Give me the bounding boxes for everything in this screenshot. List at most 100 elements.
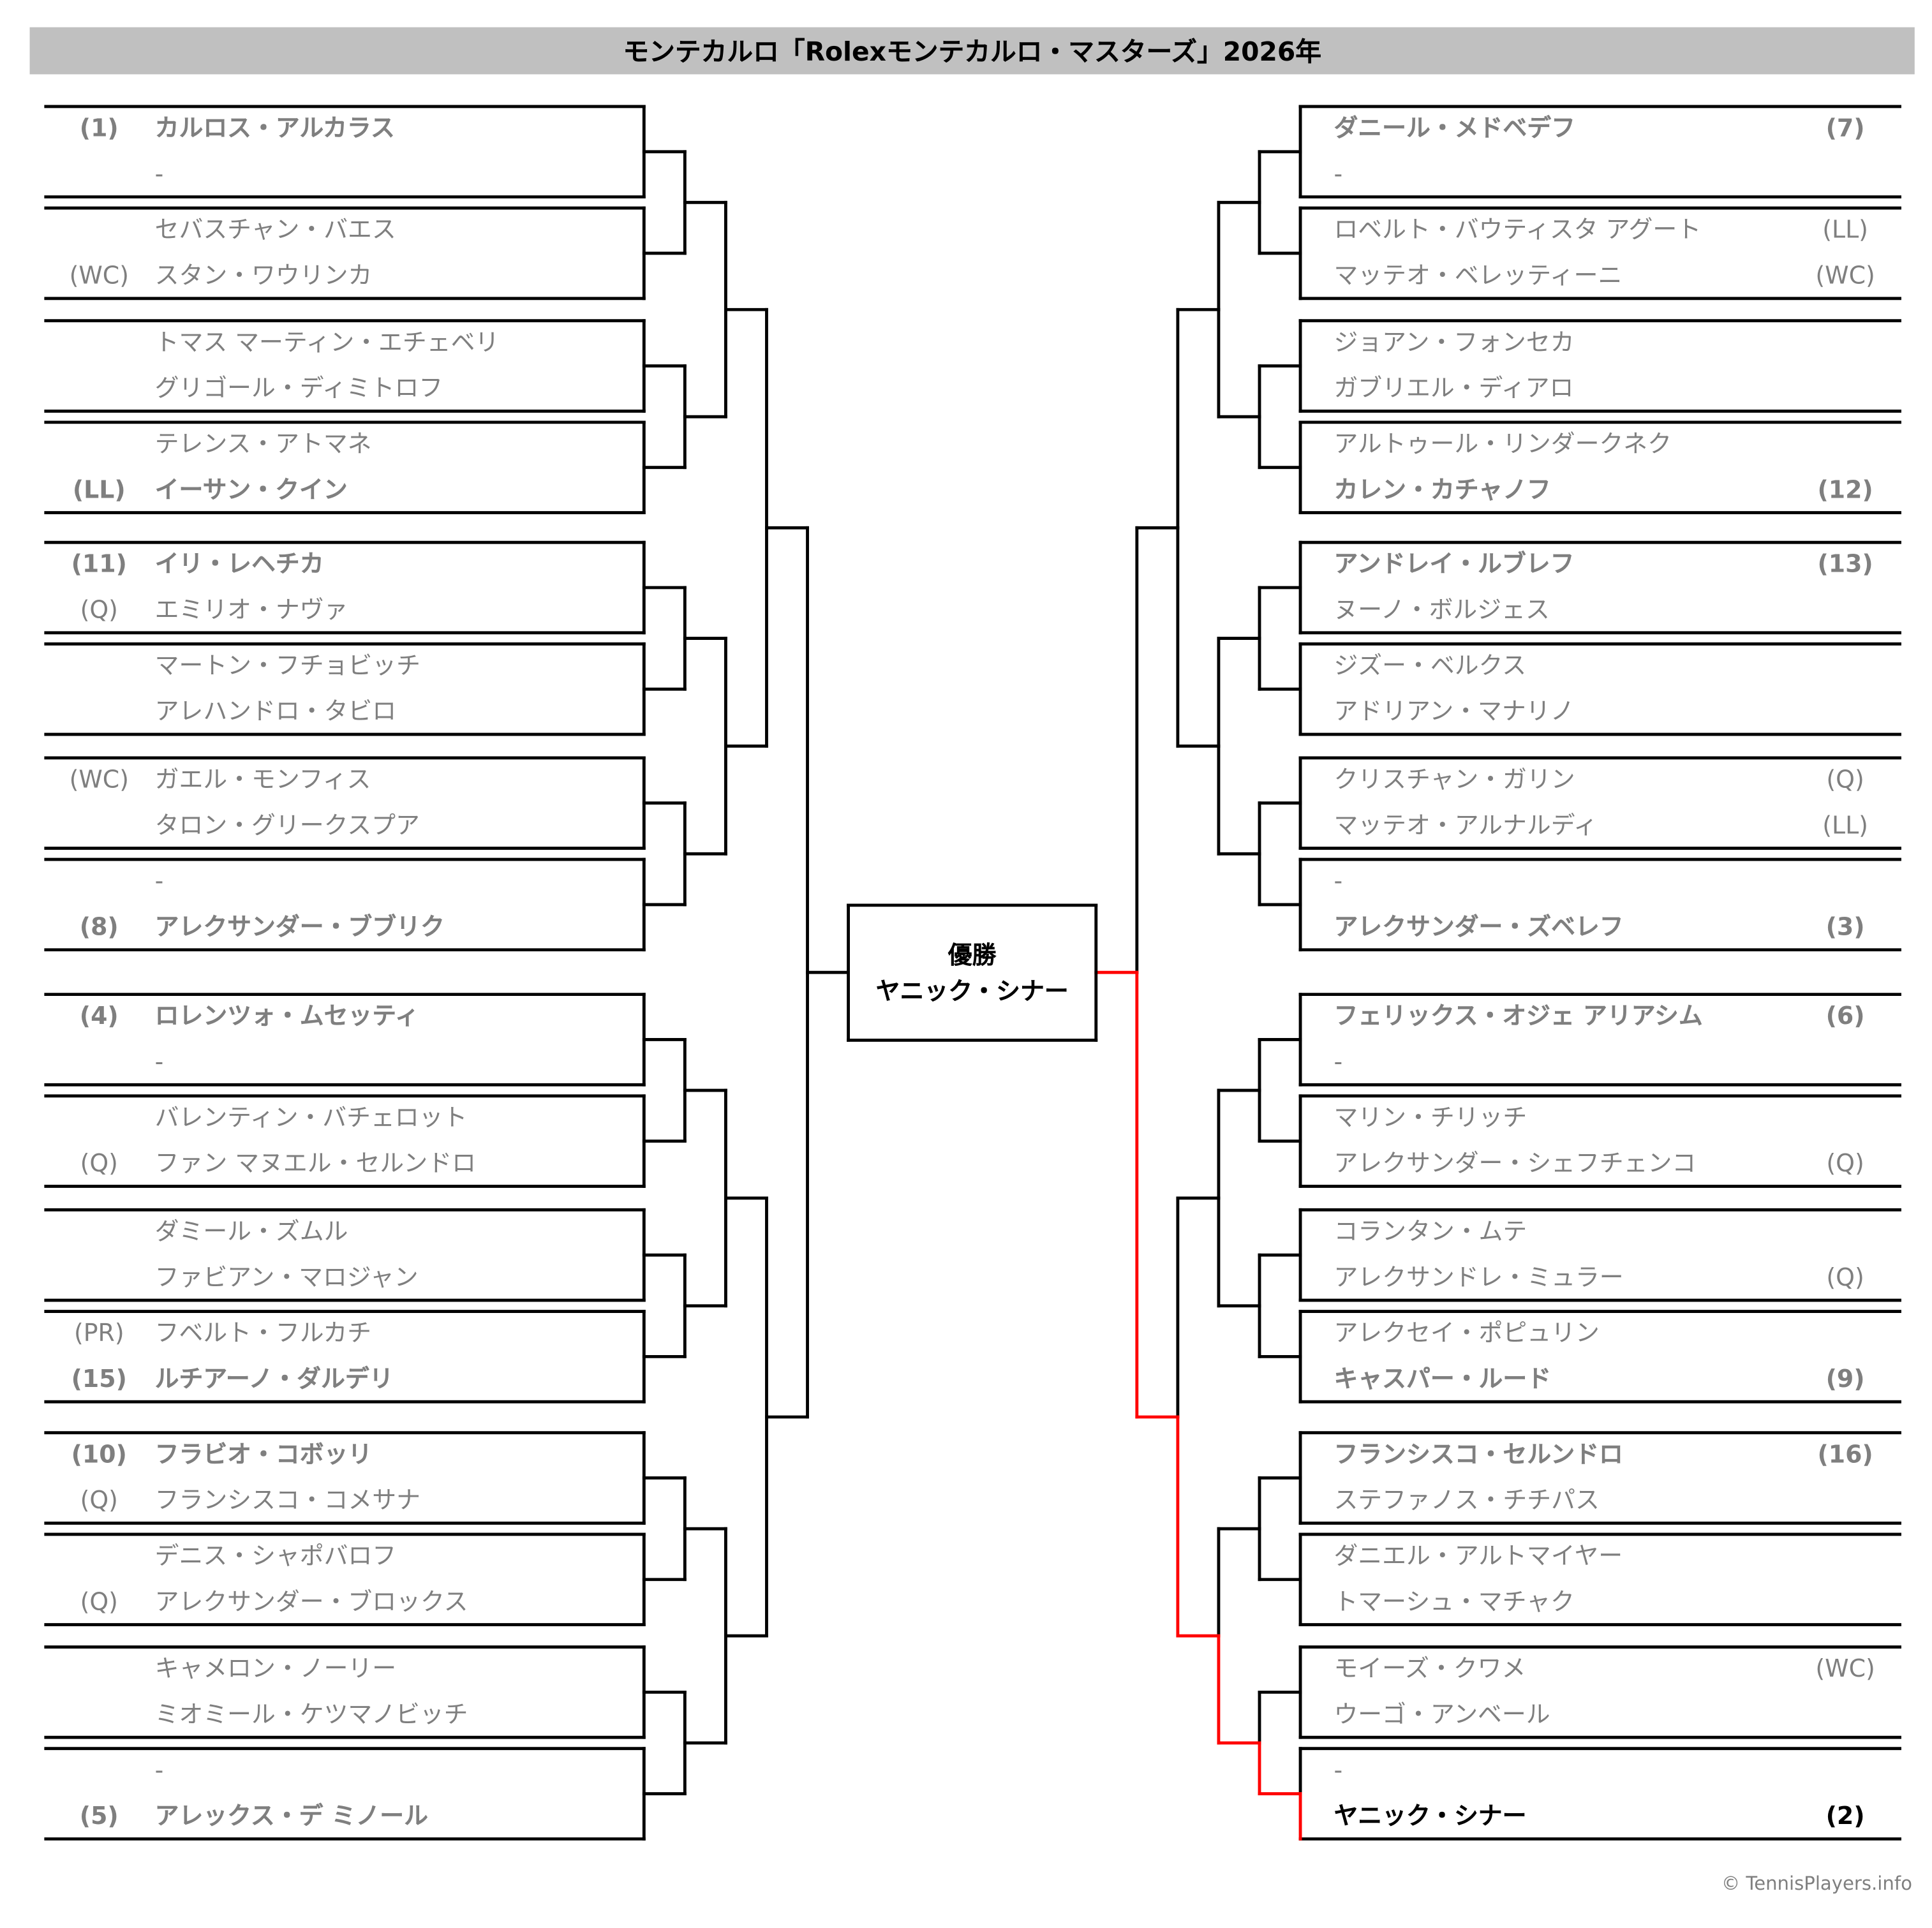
seed-label: (12) [1817, 475, 1873, 504]
player-row: キャメロン・ノーリー [0, 1650, 1932, 1687]
player-row: ステファノス・チチパス [0, 1482, 1932, 1519]
player-row: - [0, 1753, 1932, 1790]
player-name: マッテオ・アルナルディ [1334, 811, 1598, 840]
player-name: イーサン・クイン [154, 475, 348, 504]
player-row: マリン・チリッチ [0, 1100, 1932, 1137]
player-name: ロベルト・バウティスタ アグート [1334, 215, 1702, 244]
player-row: (16)フランシスコ・セルンドロ [0, 1437, 1932, 1474]
champion-box: 優勝 ヤニック・シナー [849, 905, 1096, 1041]
player-row: - [0, 156, 1932, 193]
player-row: (8) アレクサンダー・ブブリク [0, 909, 1932, 946]
player-row: ファビアン・マロジャン [0, 1259, 1932, 1296]
player-row: (10) フラビオ・コボッリ [0, 1437, 1932, 1474]
player-row: (WC) モイーズ・クワメ [0, 1650, 1932, 1687]
player-name: マリン・チリッチ [1334, 1103, 1527, 1132]
player-name: マッテオ・ベレッティーニ [1334, 261, 1623, 290]
player-row: マートン・フチョビッチ [0, 648, 1932, 685]
player-name: マートン・フチョビッチ [154, 651, 420, 680]
player-name: エミリオ・ナヴァ [154, 595, 348, 625]
player-row: (4)ロレンツォ・ムセッティ [0, 998, 1932, 1035]
player-row: (Q)ファン マヌエル・セルンドロ [0, 1145, 1932, 1182]
player-row: (LL)ロベルト・バウティスタ アグート [0, 212, 1932, 249]
player-name: アレクサンダー・ズベレフ [1334, 912, 1624, 942]
seed-label: (Q) [1826, 1149, 1864, 1178]
seed-label: (Q) [80, 1149, 118, 1178]
player-row: (LL)マッテオ・アルナルディ [0, 808, 1932, 845]
player-row: (WC)ガエル・モンフィス [0, 762, 1932, 799]
player-row: タロン・グリークスプア [0, 808, 1932, 845]
player-row: - [0, 863, 1932, 900]
player-name: ダニエル・アルトマイヤー [1334, 1541, 1623, 1571]
seed-label: (10) [71, 1440, 127, 1469]
player-row: ヌーノ・ボルジェス [0, 592, 1932, 629]
seed-label: (Q) [80, 1587, 118, 1617]
player-row: ミオミール・ケツマノビッチ [0, 1696, 1932, 1733]
player-name: - [1334, 159, 1343, 189]
player-row: ジョアン・フォンセカ [0, 325, 1932, 362]
seed-label: (8) [79, 912, 119, 942]
player-name: ウーゴ・アンベール [1334, 1700, 1550, 1729]
player-name: アルトゥール・リンダークネク [1334, 429, 1672, 459]
player-row: アレハンドロ・タビロ [0, 693, 1932, 730]
player-name: ガブリエル・ディアロ [1334, 374, 1574, 403]
title-bar: モンテカルロ「Rolexモンテカルロ・マスターズ」2026年 [29, 27, 1915, 75]
player-row: (5)アレックス・デ ミノール [0, 1798, 1932, 1835]
player-row: (Q)アレクサンドレ・ミュラー [0, 1259, 1932, 1296]
player-name: ルチアーノ・ダルデリ [154, 1364, 394, 1393]
player-name: トマーシュ・マチャク [1334, 1587, 1575, 1617]
player-name: - [154, 159, 164, 189]
player-row: テレンス・アトマネ [0, 426, 1932, 463]
seed-label: (WC) [1815, 1654, 1875, 1683]
player-row: (11)イリ・レヘチカ [0, 546, 1932, 583]
seed-label: (6) [1825, 1002, 1865, 1030]
seed-label: (16) [1817, 1440, 1873, 1469]
seed-label: (15) [71, 1364, 127, 1393]
player-name: アレハンドロ・タビロ [154, 697, 397, 726]
player-row: (13)アンドレイ・ルブレフ [0, 546, 1932, 583]
player-name: モイーズ・クワメ [1334, 1654, 1526, 1683]
player-name: ダニール・メドベデフ [1334, 114, 1575, 143]
seed-label: (Q) [80, 595, 118, 625]
seed-label: (13) [1817, 549, 1873, 579]
player-row: デニス・シャポバロフ [0, 1538, 1932, 1575]
player-name: キャメロン・ノーリー [154, 1654, 397, 1683]
player-row: (Q) エミリオ・ナヴァ [0, 592, 1932, 629]
player-row: (Q) アレクサンダー・ブロックス [0, 1584, 1932, 1621]
player-name: アレックス・デ ミノール [154, 1802, 429, 1830]
player-name: アレクセイ・ポピュリン [1334, 1319, 1600, 1347]
champion-label: 優勝 [947, 940, 997, 969]
player-name: アドリアン・マナリノ [1334, 697, 1575, 726]
player-row: (6)フェリックス・オジェ アリアシム [0, 998, 1932, 1035]
player-name: ミオミール・ケツマノビッチ [154, 1700, 468, 1729]
copyright: © TennisPlayers.info [1721, 1872, 1912, 1895]
player-name: アレクサンダー・ブロックス [154, 1587, 468, 1617]
player-row: バレンティン・バチェロット [0, 1100, 1932, 1137]
seed-label: (7) [1825, 114, 1865, 143]
player-row: コランタン・ムテ [0, 1213, 1932, 1250]
player-row: (1) カルロス・アルカラス [0, 110, 1932, 147]
seed-label: (1) [79, 114, 119, 143]
player-name: ジズー・ベルクス [1334, 651, 1527, 680]
player-name: フラビオ・コボッリ [154, 1440, 373, 1469]
player-row: (Q)フランシスコ・コメサナ [0, 1482, 1932, 1519]
player-name: ステファノス・チチパス [1334, 1486, 1600, 1515]
player-name: アレクサンダー・ブブリク [154, 912, 445, 942]
seed-label: (3) [1825, 912, 1865, 942]
player-name: タロン・グリークスプア [154, 811, 420, 840]
player-name: ダミール・ズムル [154, 1217, 348, 1246]
player-row: アレクセイ・ポピュリン [0, 1315, 1932, 1352]
player-row: ダニエル・アルトマイヤー [0, 1538, 1932, 1575]
player-row: ダミール・ズムル [0, 1213, 1932, 1250]
player-name: カルロス・アルカラス [154, 114, 395, 143]
seed-label: (4) [79, 1002, 119, 1030]
player-row: (PR)フベルト・フルカチ [0, 1315, 1932, 1352]
player-name: アレクサンダー・シェフチェンコ [1334, 1149, 1697, 1178]
player-name: フベルト・フルカチ [154, 1319, 372, 1347]
player-row: (Q) アレクサンダー・シェフチェンコ [0, 1145, 1932, 1182]
player-name: イリ・レヘチカ [154, 549, 324, 579]
player-name: カレン・カチャノフ [1334, 475, 1551, 504]
player-row: (9)キャスパー・ルード [0, 1361, 1932, 1398]
player-row: (LL)イーサン・クイン [0, 472, 1932, 509]
player-name: クリスチャン・ガリン [1334, 765, 1575, 794]
